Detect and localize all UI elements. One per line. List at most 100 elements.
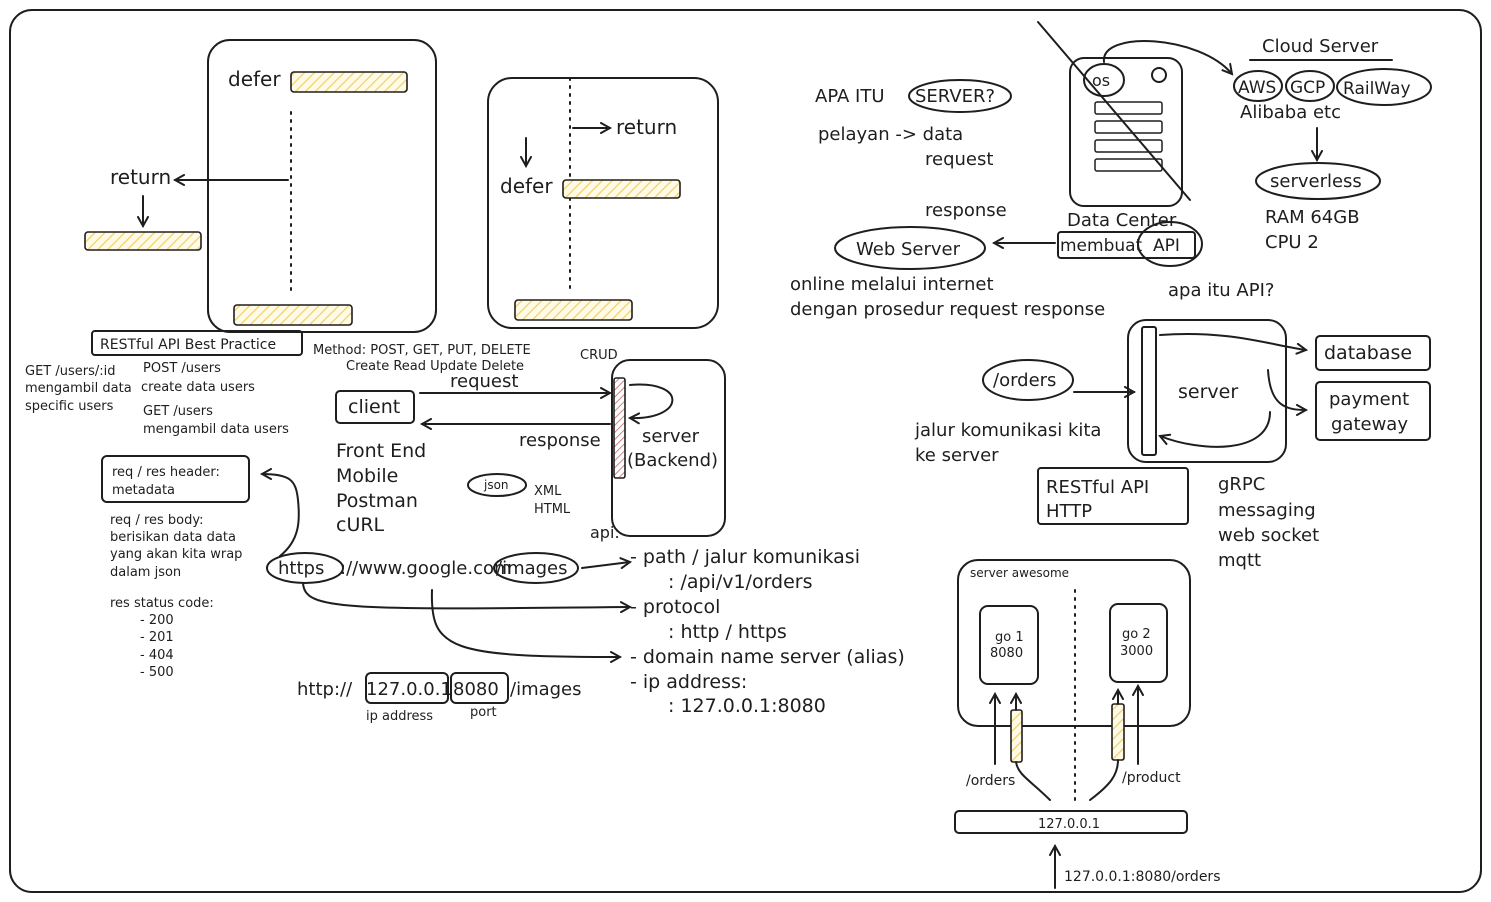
serverless-ellipse (1255, 162, 1381, 200)
endpoint-get-desc: mengambil data users (143, 422, 289, 437)
os-ellipse (1083, 63, 1125, 97)
status-code-1: - 201 (140, 630, 174, 645)
database-label: database (1324, 342, 1412, 364)
database-box (1315, 335, 1431, 371)
defer-right-group: return defer (487, 77, 719, 329)
defer-right-return-label: return (616, 115, 677, 139)
rack-slot-3 (1094, 139, 1163, 153)
cloud-title: Cloud Server (1262, 36, 1379, 57)
body-line2: berisikan data data (110, 530, 236, 545)
jalur-line1: jalur komunikasi kita (914, 420, 1101, 441)
membuat-box (1057, 231, 1196, 259)
ip-value: : 127.0.0.1:8080 (668, 695, 826, 717)
protocol-0: gRPC (1218, 474, 1265, 495)
url2-http: http:// (297, 679, 353, 700)
ram-label: RAM 64GB (1265, 207, 1360, 228)
web-server-label: Web Server (856, 239, 961, 260)
online-line1: online melalui internet (790, 274, 994, 295)
xml-label: XML (534, 484, 562, 499)
server-response-label: response (925, 200, 1007, 221)
header-notes: req / res header: metadata req / res bod… (101, 455, 300, 680)
endpoint-get-id-desc1: mengambil data (25, 381, 132, 396)
header-line2: metadata (112, 483, 175, 498)
go2-port: 3000 (1120, 644, 1153, 659)
url-images: /images (496, 558, 568, 579)
pelayan-label: pelayan -> data (818, 124, 963, 145)
gcp-ellipse (1285, 70, 1335, 102)
restful-title: RESTful API Best Practice (100, 337, 276, 353)
go2-box (1109, 603, 1168, 683)
jalur-line2: ke server (915, 445, 999, 466)
server-response-arrow (1160, 411, 1271, 448)
dns-arrow (430, 589, 620, 657)
https-ellipse (266, 552, 344, 584)
client-type-2: Postman (336, 490, 418, 512)
rack-slot-4 (1094, 158, 1163, 172)
json-label: json (483, 478, 509, 492)
server-awesome-title: server awesome (970, 566, 1069, 580)
html-label: HTML (534, 502, 571, 517)
outer-frame (9, 9, 1482, 893)
server-to-db-arrow (1159, 333, 1306, 350)
defer-left-bar-top (290, 71, 408, 93)
defer-left-return-label: return (110, 165, 171, 189)
crud-label: CRUD (580, 348, 618, 363)
orders-label: /orders (993, 370, 1056, 391)
data-center-strike (1037, 21, 1191, 201)
defer-right-bar-bottom (514, 299, 633, 321)
power-circle (1151, 67, 1167, 83)
payment-label2: gateway (1331, 414, 1408, 435)
defer-left-label: defer (228, 67, 281, 91)
server-backend-bar (613, 377, 626, 479)
rack-slot-1 (1094, 101, 1163, 115)
server-backend-box (611, 359, 726, 537)
endpoint-get: GET /users (143, 404, 213, 419)
server-awesome-box (957, 559, 1191, 727)
json-ellipse (467, 473, 527, 497)
client-type-3: cURL (336, 514, 385, 536)
protocol-arrow (302, 582, 630, 608)
ip-address-caption: ip address (366, 709, 433, 724)
orders-route-label: /orders (966, 773, 1015, 789)
defer-left-box (207, 39, 437, 333)
restful-http-box (1037, 467, 1189, 525)
body-line3: yang akan kita wrap (110, 547, 242, 562)
go1-name: go 1 (995, 630, 1024, 645)
server-label: server (642, 426, 700, 447)
url2-ip: 127.0.0.1 (366, 679, 452, 700)
api-label: api: (590, 523, 620, 542)
path-label: - path / jalur komunikasi (630, 546, 860, 568)
orders-route-bar (1010, 709, 1023, 763)
apa-itu-label: APA ITU (815, 86, 885, 107)
server-q-label: SERVER? (915, 86, 995, 107)
ip-address-box (365, 672, 449, 704)
header-box (101, 455, 250, 503)
endpoint-post-desc: create data users (141, 380, 255, 395)
orders-route-curve (1015, 761, 1051, 801)
status-title: res status code: (110, 596, 214, 611)
ip-label: - ip address: (630, 671, 747, 693)
restful-api-label: RESTful API (1046, 477, 1149, 498)
product-route-bar (1111, 703, 1125, 761)
web-server-ellipse (834, 226, 986, 270)
url-anatomy: https ://www.google.com /images - path /… (266, 546, 905, 724)
path-value: : /api/v1/orders (668, 571, 813, 593)
restful-title-box (91, 330, 303, 356)
defer-left-group: defer return (84, 39, 437, 333)
data-center-box (1069, 57, 1183, 207)
payment-box (1315, 381, 1431, 441)
server-main-box (1127, 319, 1287, 463)
orders-server-group: /orders server database payment gateway … (914, 319, 1431, 571)
endpoint-post: POST /users (143, 361, 221, 376)
server-loop-arrow (630, 383, 674, 419)
url-https: https (278, 558, 324, 579)
api-def-label: API (1153, 236, 1180, 256)
status-code-0: - 200 (140, 613, 174, 628)
cloud-group: Cloud Server AWS GCP RailWay Alibaba etc… (1233, 36, 1432, 253)
port-box (450, 672, 509, 704)
defer-right-box (487, 77, 719, 329)
header-line1: req / res header: (112, 465, 220, 480)
methods-line1: Method: POST, GET, PUT, DELETE (313, 343, 531, 358)
